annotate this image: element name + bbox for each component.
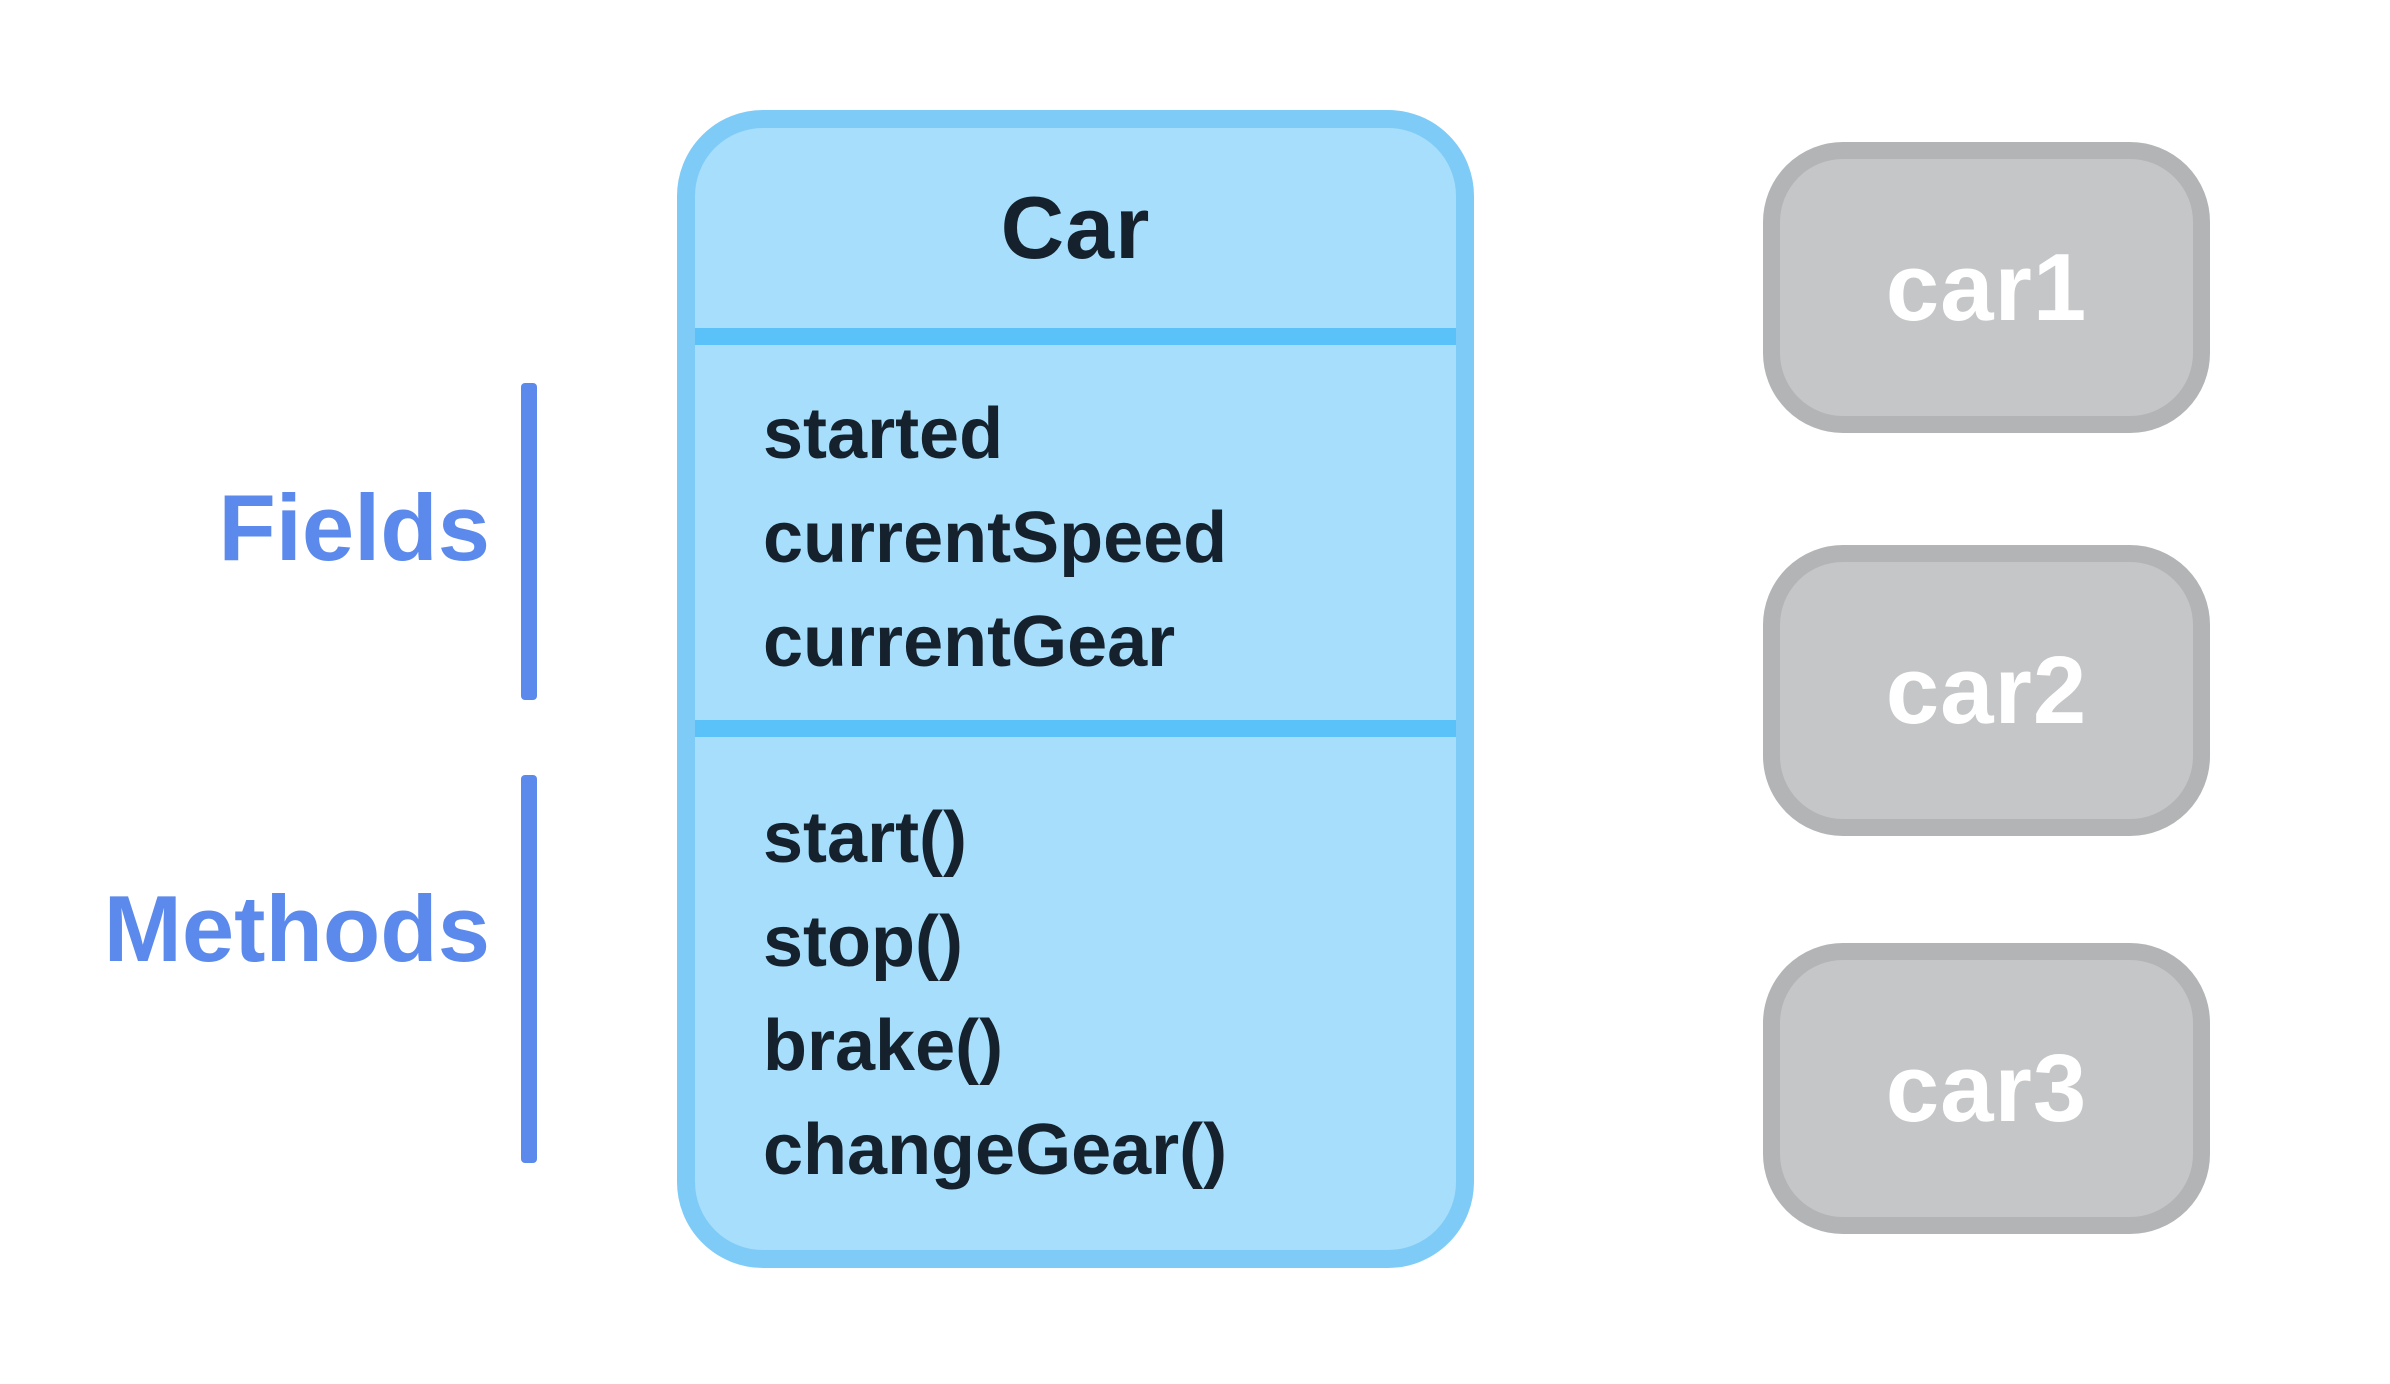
title-fields-divider bbox=[695, 328, 1456, 345]
instance-box-car1: car1 bbox=[1763, 142, 2210, 433]
field-item: currentSpeed bbox=[763, 497, 1228, 578]
instance-label: car2 bbox=[1885, 636, 2088, 744]
instance-box-car2: car2 bbox=[1763, 545, 2210, 836]
instance-label: car3 bbox=[1885, 1034, 2088, 1142]
method-item: stop() bbox=[763, 901, 963, 982]
instance-label: car1 bbox=[1885, 233, 2088, 341]
class-title: Car bbox=[1000, 178, 1151, 277]
instance-box-car3: car3 bbox=[1763, 943, 2210, 1234]
method-item: brake() bbox=[763, 1005, 1004, 1086]
fields-bracket-bar bbox=[521, 383, 537, 700]
methods-section: start() stop() brake() changeGear() bbox=[695, 737, 1456, 1250]
fields-methods-divider bbox=[695, 720, 1456, 737]
car-class-box: Car started currentSpeed currentGear sta… bbox=[677, 110, 1474, 1268]
fields-section: started currentSpeed currentGear bbox=[695, 345, 1456, 720]
field-item: started bbox=[763, 393, 1004, 474]
methods-label: Methods bbox=[103, 876, 490, 981]
methods-bracket-bar bbox=[521, 775, 537, 1163]
method-item: start() bbox=[763, 797, 968, 878]
fields-label: Fields bbox=[218, 475, 490, 580]
field-item: currentGear bbox=[763, 601, 1176, 682]
class-title-block: Car bbox=[695, 128, 1456, 328]
method-item: changeGear() bbox=[763, 1109, 1228, 1190]
